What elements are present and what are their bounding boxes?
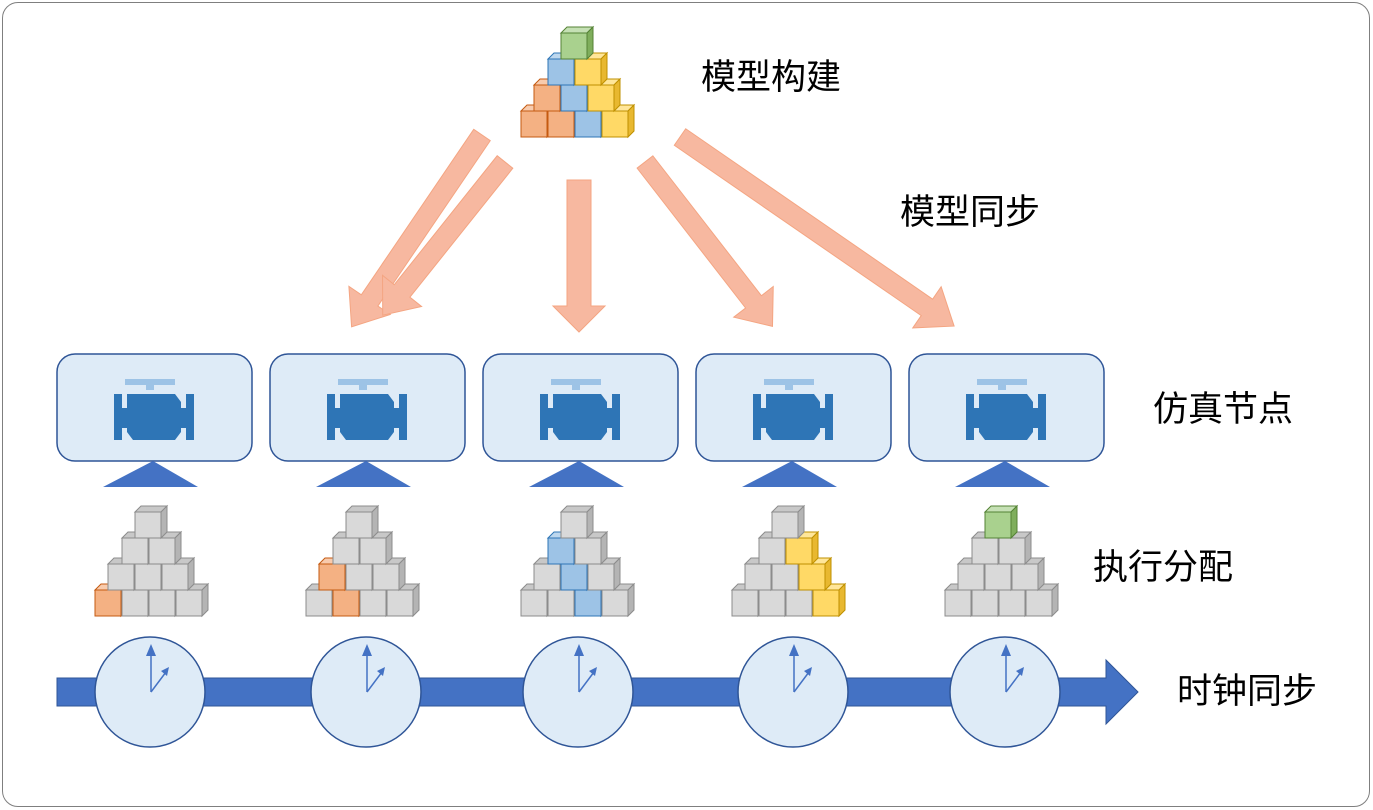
sync-arrow-2 [382, 155, 514, 316]
sim-node-1 [56, 353, 253, 487]
sync-arrow-5 [673, 128, 955, 329]
label-clock-sync: 时钟同步 [1177, 672, 1318, 712]
clock-icon [522, 636, 634, 748]
exec-pyramid-3 [520, 505, 635, 617]
label-sim-nodes: 仿真节点 [1153, 390, 1294, 430]
sim-node-3 [482, 353, 679, 487]
sync-arrow-3 [551, 179, 607, 333]
label-model-sync: 模型同步 [900, 193, 1041, 233]
exec-pyramid-1 [94, 505, 209, 617]
sim-node-2 [269, 353, 466, 487]
exec-pyramid-2 [305, 505, 420, 617]
simulation-nodes [56, 353, 1105, 487]
model-pyramid-icon [520, 26, 635, 138]
model-sync-arrows [348, 128, 955, 333]
sim-node-5 [908, 353, 1105, 487]
clock-icon [94, 636, 206, 748]
sync-arrow-4 [636, 155, 774, 327]
label-model-build: 模型构建 [701, 58, 842, 98]
execution-pyramids [94, 505, 1059, 617]
exec-pyramid-4 [731, 505, 846, 617]
sim-node-4 [695, 353, 892, 487]
clock-icon [737, 636, 849, 748]
clock-icon [310, 636, 422, 748]
clock-timeline [56, 636, 1139, 748]
label-exec-assign: 执行分配 [1093, 548, 1234, 588]
clock-icon [949, 636, 1061, 748]
exec-pyramid-5 [944, 505, 1059, 617]
